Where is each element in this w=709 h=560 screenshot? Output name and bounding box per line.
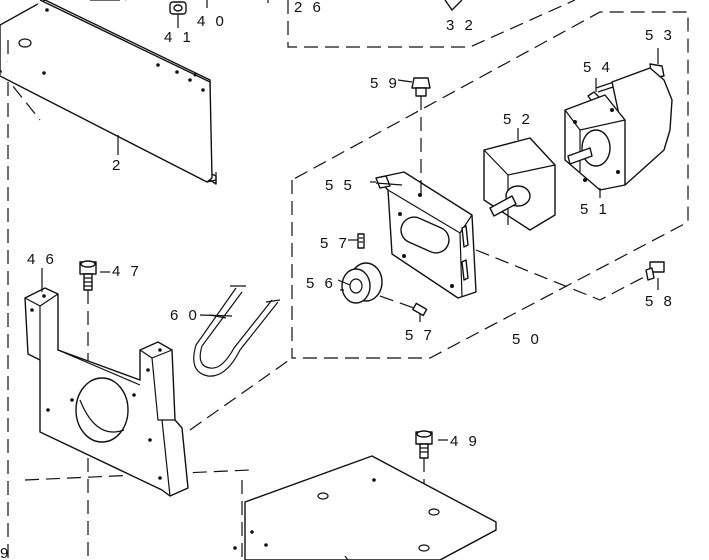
label-part-59: 5 9 — [370, 75, 400, 92]
setscrew-part-57-lower — [379, 295, 428, 317]
label-part-51: 5 1 — [580, 201, 610, 218]
label-part-58: 5 8 — [645, 293, 675, 310]
label-part-57-upper: 5 7 — [320, 235, 350, 252]
screw-part-47 — [79, 260, 97, 291]
label-part-32: 3 2 — [446, 17, 476, 34]
label-part-55: 5 5 — [325, 177, 355, 194]
label-part-57-lower: 5 7 — [405, 327, 435, 344]
leader-lines — [41, 79, 448, 441]
belt-part-60 — [193, 285, 281, 377]
label-part-52: 5 2 — [503, 111, 533, 128]
panel-part-2 — [0, 0, 217, 185]
clip-part-32 — [444, 0, 463, 11]
label-part-26: 2 6 — [294, 0, 324, 16]
label-part-49: 4 9 — [450, 433, 480, 450]
label-part-50: 5 0 — [512, 331, 542, 348]
bracket-part-55 — [370, 171, 477, 299]
label-part-47: 4 7 — [112, 263, 142, 280]
screw-part-59 — [411, 77, 431, 200]
base-plate — [233, 455, 497, 560]
group-outline-top — [287, 0, 576, 48]
group-outline-50 — [291, 11, 689, 359]
label-part-2: 2 — [112, 157, 123, 174]
setscrew-part-57-upper — [357, 233, 365, 249]
label-part-60: 6 0 — [170, 307, 200, 324]
screw-part-58 — [475, 249, 665, 301]
gearbox-part-52 — [483, 128, 556, 231]
bracket-part-46 — [24, 287, 189, 497]
label-part-56: 5 6 — [306, 275, 336, 292]
screw-part-41 — [169, 0, 269, 28]
label-part-40: 4 0 — [197, 13, 227, 30]
label-part-9: 9 — [0, 545, 11, 560]
label-part-41: 4 1 — [164, 29, 194, 46]
label-part-53: 5 3 — [645, 27, 675, 44]
label-part-54: 5 4 — [583, 59, 613, 76]
label-part-46: 4 6 — [27, 251, 57, 268]
pulley-part-56 — [340, 262, 383, 304]
motor-part-51 — [564, 67, 673, 198]
